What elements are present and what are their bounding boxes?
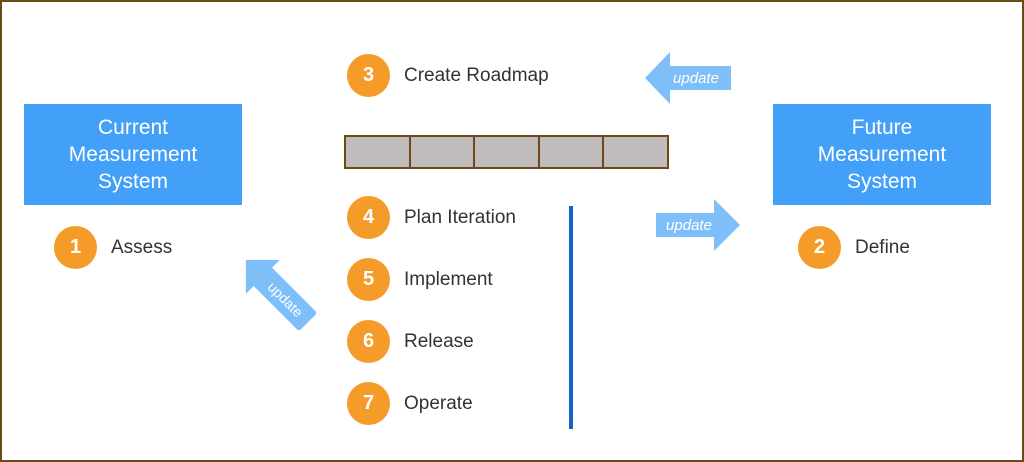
update-arrow-left-icon: update — [645, 52, 733, 104]
arrow-shape — [645, 52, 731, 104]
step-create-roadmap: 3 Create Roadmap — [347, 54, 549, 97]
current-measurement-system-box: Current Measurement System — [24, 104, 242, 205]
step-operate: 7 Operate — [347, 382, 473, 425]
update-arrow-right-icon: update — [656, 199, 742, 251]
step-label: Define — [855, 236, 910, 258]
box-line: System — [97, 170, 168, 193]
roadmap-segment — [540, 137, 605, 167]
roadmap-segment — [411, 137, 476, 167]
roadmap-bar — [344, 135, 669, 169]
box-line: Future — [851, 116, 913, 139]
box-line: Current — [97, 116, 169, 139]
step-number-badge: 6 — [347, 320, 390, 363]
arrow-shape — [245, 259, 316, 330]
step-number-badge: 5 — [347, 258, 390, 301]
update-arrow-up-left-icon: update — [238, 252, 316, 330]
step-label: Release — [404, 330, 474, 352]
box-line: Measurement — [817, 143, 947, 166]
roadmap-segment — [346, 137, 411, 167]
step-number-badge: 4 — [347, 196, 390, 239]
roadmap-segment — [604, 137, 667, 167]
arrow-label: update — [666, 217, 712, 234]
step-implement: 5 Implement — [347, 258, 493, 301]
step-release: 6 Release — [347, 320, 474, 363]
arrow-label: update — [673, 70, 719, 87]
arrow-shape — [656, 199, 740, 251]
step-label: Plan Iteration — [404, 206, 516, 228]
step-label: Operate — [404, 392, 473, 414]
roadmap-segment — [475, 137, 540, 167]
step-label: Create Roadmap — [404, 64, 549, 86]
step-define: 2 Define — [798, 226, 910, 269]
future-measurement-system-box: Future Measurement System — [773, 104, 991, 205]
step-number-badge: 2 — [798, 226, 841, 269]
step-number-badge: 7 — [347, 382, 390, 425]
box-line: System — [846, 170, 917, 193]
step-label: Implement — [404, 268, 493, 290]
step-number-badge: 1 — [54, 226, 97, 269]
step-assess: 1 Assess — [54, 226, 172, 269]
iteration-cycle-line — [569, 206, 573, 429]
step-number-badge: 3 — [347, 54, 390, 97]
step-plan-iteration: 4 Plan Iteration — [347, 196, 516, 239]
box-line: Measurement — [68, 143, 198, 166]
step-label: Assess — [111, 236, 173, 258]
